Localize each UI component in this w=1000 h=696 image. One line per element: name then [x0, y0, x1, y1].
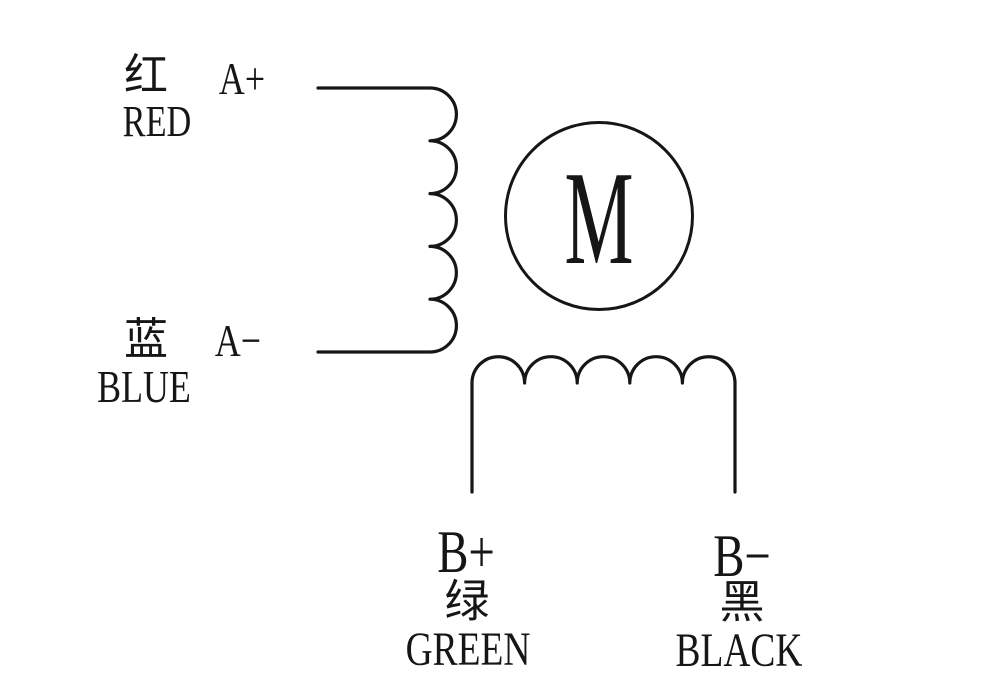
- label-green-en: GREEN: [405, 623, 531, 676]
- label-blue-en: BLUE: [97, 361, 191, 412]
- label-terminal-a-plus: A+: [218, 53, 266, 104]
- label-green-cn: 绿: [444, 576, 490, 627]
- label-black-en: BLACK: [675, 624, 803, 677]
- label-black-cn: 黑: [719, 577, 765, 628]
- phase-b-coil: [470, 355, 737, 494]
- label-red-en: RED: [122, 97, 192, 146]
- label-terminal-b-minus: B−: [713, 523, 771, 589]
- label-terminal-b-plus: B+: [437, 519, 495, 585]
- motor-circle: [504, 121, 694, 311]
- label-blue-cn: 蓝: [124, 315, 168, 364]
- label-red-cn: 红: [124, 51, 168, 100]
- label-terminal-a-minus: A−: [214, 315, 262, 366]
- phase-a-coil: [316, 86, 458, 354]
- motor-label: M: [564, 144, 634, 292]
